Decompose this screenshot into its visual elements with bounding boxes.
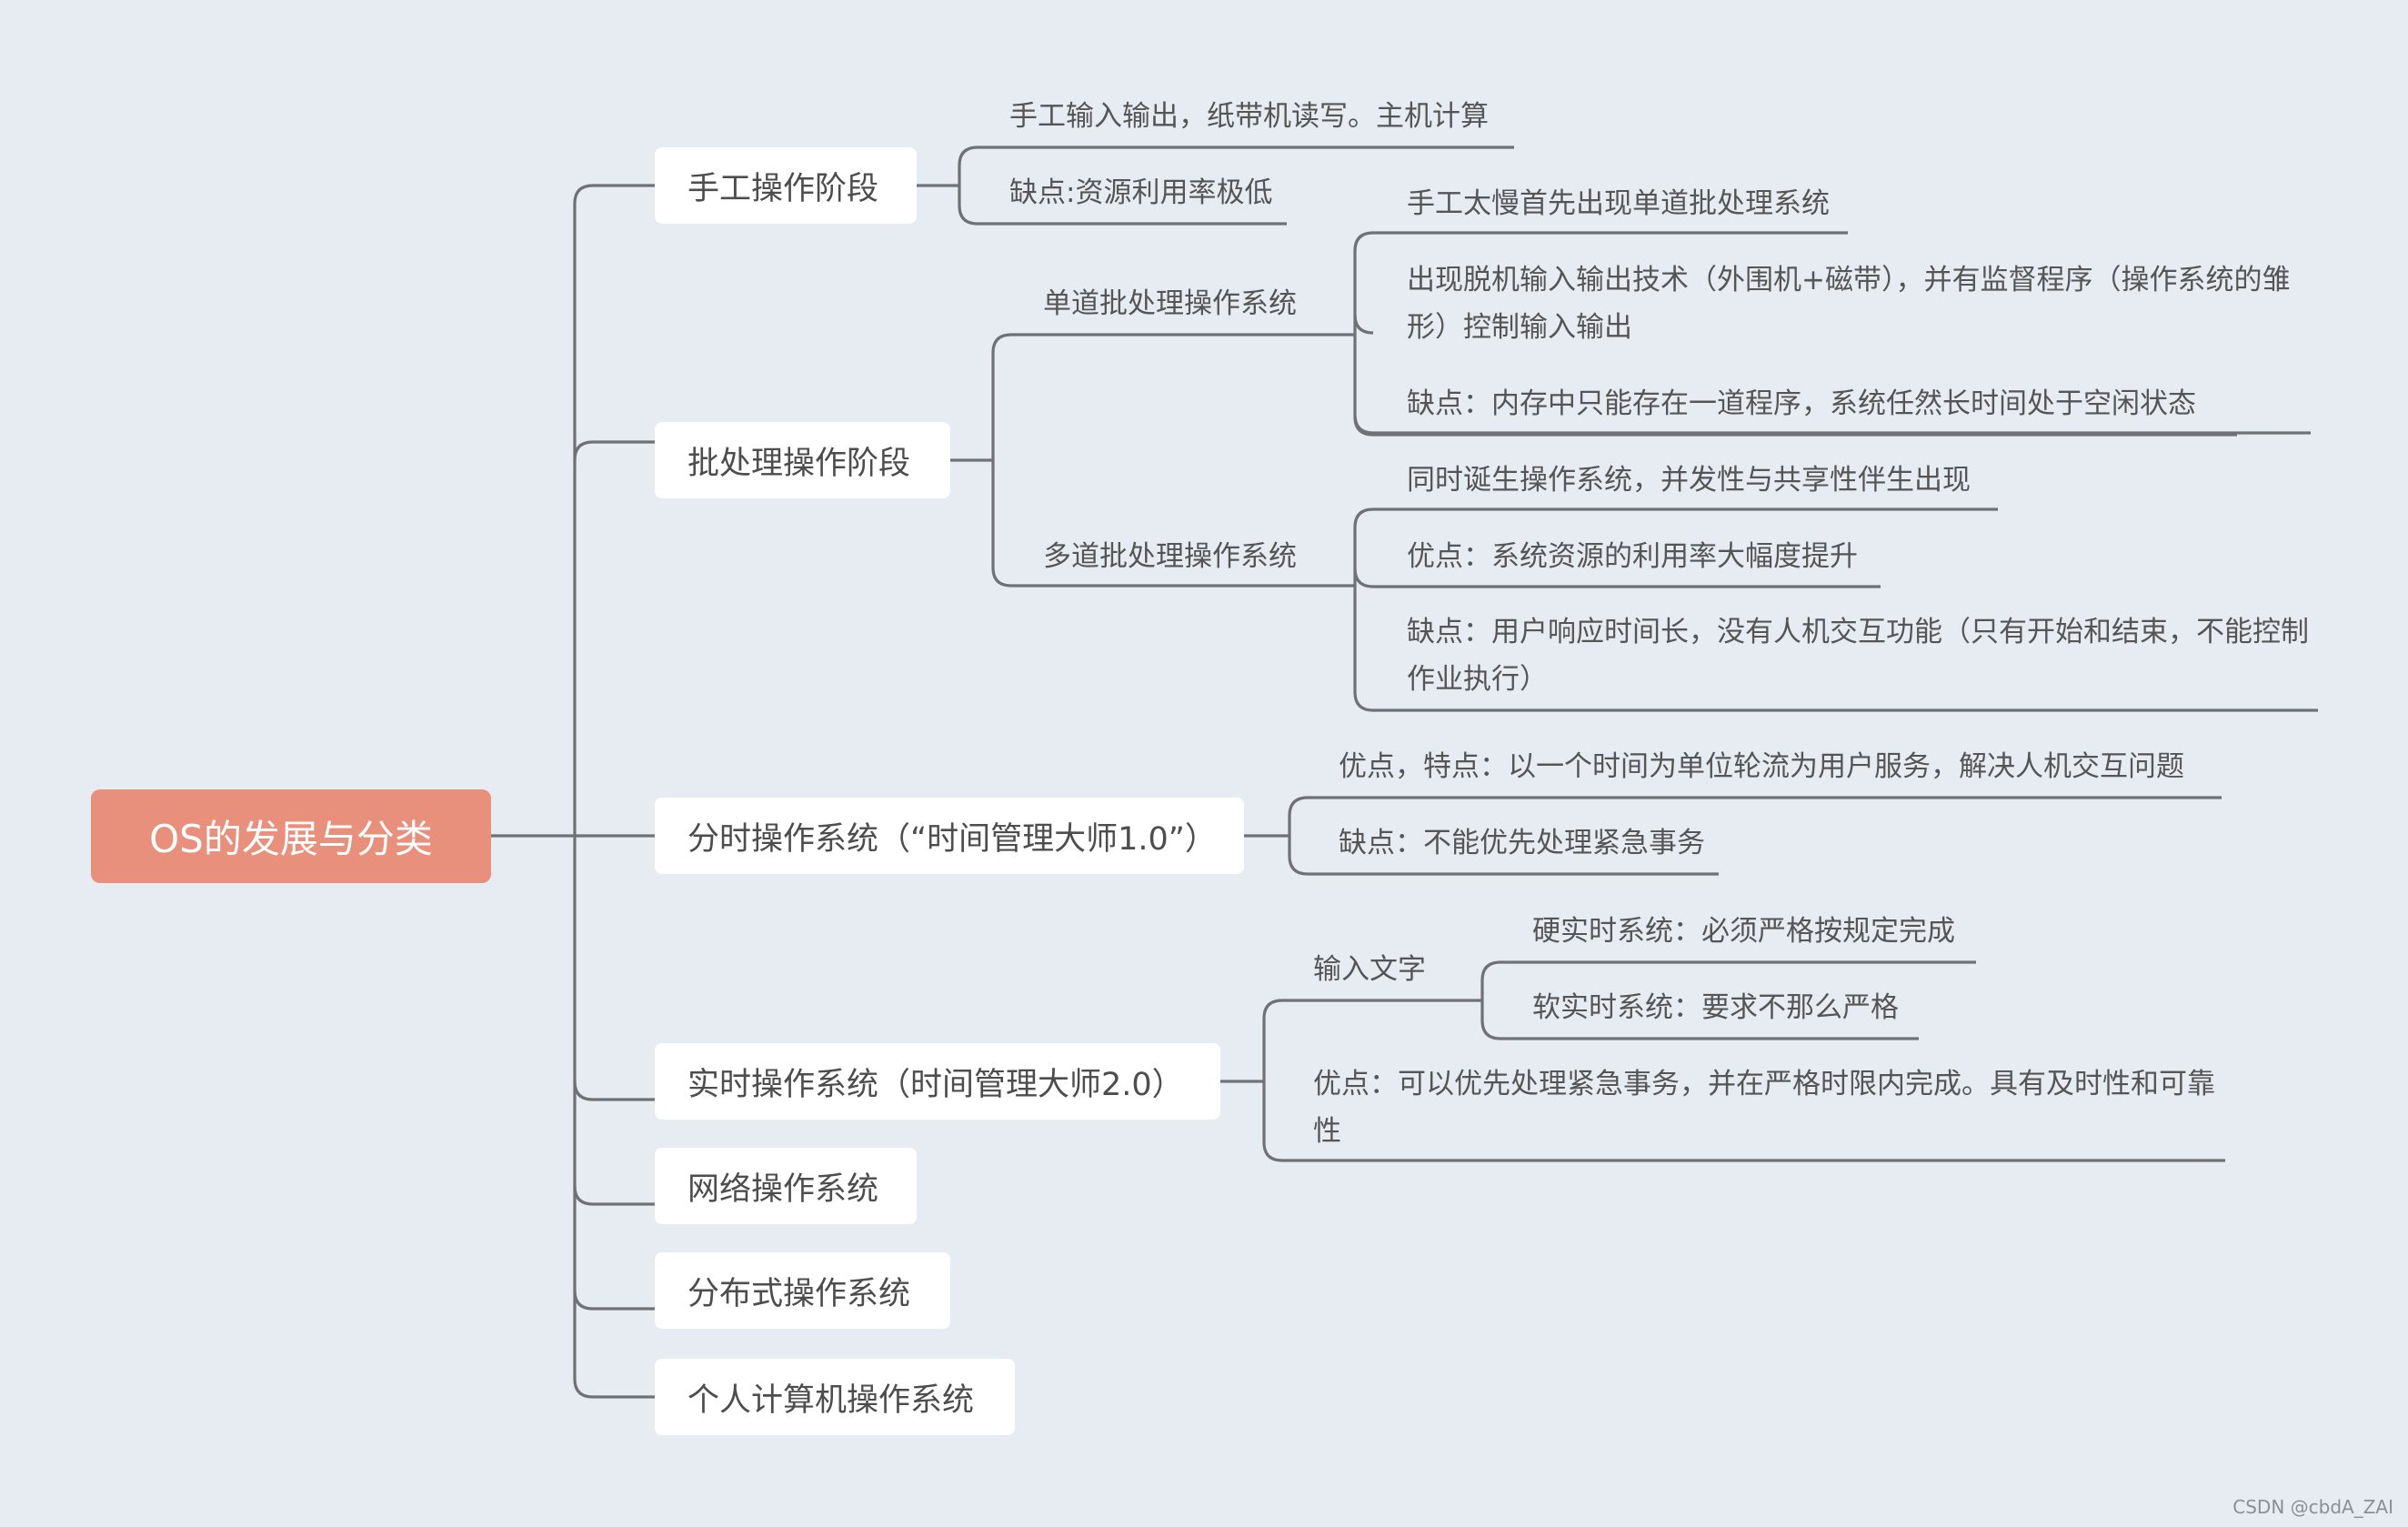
multi-item-2: 优点：系统资源的利用率大幅度提升 (1407, 540, 1858, 573)
hard-realtime-item: 硬实时系统：必须严格按规定完成 (1532, 915, 1955, 948)
node-manual-stage[interactable]: 手工操作阶段 (655, 147, 917, 224)
node-multi-batch[interactable]: 多道批处理操作系统 (1043, 540, 1297, 573)
realtime-advantage: 优点：可以优先处理紧急事务，并在严格时限内完成。具有及时性和可靠性 (1313, 1068, 2215, 1148)
multi-item-1: 同时诞生操作系统，并发性与共享性伴生出现 (1407, 464, 1971, 497)
root-topic[interactable]: OS的发展与分类 (91, 789, 491, 883)
watermark: CSDN @cbdA_ZAI (2232, 1496, 2393, 1518)
node-batch-stage[interactable]: 批处理操作阶段 (655, 422, 950, 498)
manual-item-2: 缺点:资源利用率极低 (1009, 176, 1273, 209)
multi-item-3: 缺点：用户响应时间长，没有人机交互功能（只有开始和结束，不能控制作业执行） (1407, 616, 2309, 696)
node-single-batch[interactable]: 单道批处理操作系统 (1043, 287, 1297, 320)
node-distributed-os[interactable]: 分布式操作系统 (655, 1252, 950, 1329)
manual-item-1: 手工输入输出，纸带机读写。主机计算 (1009, 100, 1489, 133)
single-item-2: 出现脱机输入输出技术（外围机+磁带），并有监督程序（操作系统的雏形）控制输入输出 (1407, 264, 2291, 344)
single-item-1: 手工太慢首先出现单道批处理系统 (1407, 187, 1830, 220)
timeshare-item-1: 优点，特点：以一个时间为单位轮流为用户服务，解决人机交互问题 (1339, 750, 2184, 783)
node-input-text[interactable]: 输入文字 (1313, 953, 1426, 986)
single-item-3: 缺点：内存中只能存在一道程序，系统任然长时间处于空闲状态 (1407, 387, 2196, 420)
node-timeshare[interactable]: 分时操作系统（“时间管理大师1.0”） (655, 798, 1244, 874)
node-network-os[interactable]: 网络操作系统 (655, 1148, 917, 1224)
timeshare-item-2: 缺点：不能优先处理紧急事务 (1339, 827, 1705, 859)
node-personal-os[interactable]: 个人计算机操作系统 (655, 1359, 1015, 1435)
node-realtime[interactable]: 实时操作系统（时间管理大师2.0） (655, 1043, 1220, 1120)
soft-realtime-item: 软实时系统：要求不那么严格 (1532, 991, 1899, 1024)
